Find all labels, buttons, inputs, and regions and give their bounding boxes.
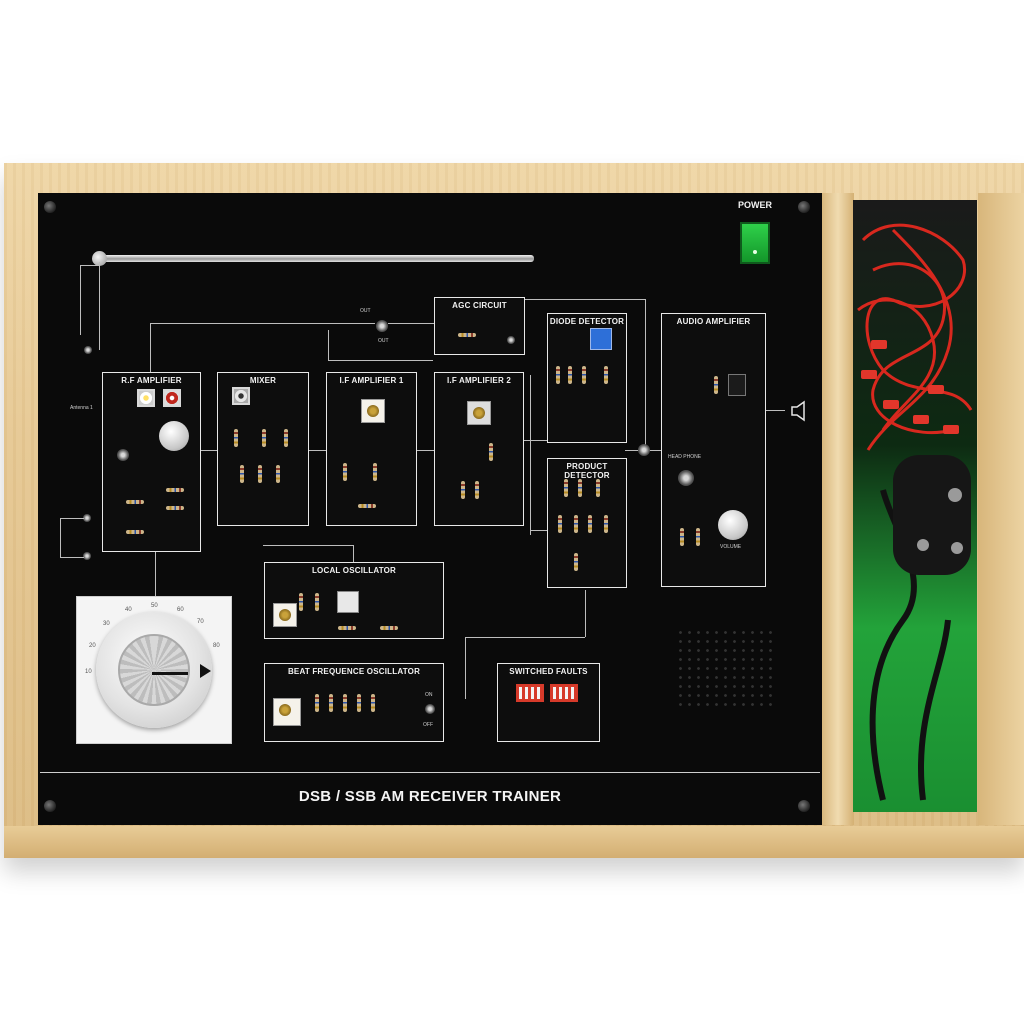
detector-select-socket[interactable] — [638, 444, 650, 456]
side-socket[interactable] — [83, 552, 91, 560]
diode-detector-preset[interactable] — [590, 328, 612, 350]
switched-faults-block: SWITCHED FAULTS — [497, 663, 600, 742]
local-oscillator-block: LOCAL OSCILLATOR — [264, 562, 444, 639]
tuning-dial-arrow-icon — [200, 664, 211, 678]
patch-cords-and-power-cable — [857, 223, 973, 801]
accessory-compartment — [853, 200, 977, 812]
trainer-title: DSB / SSB AM RECEIVER TRAINER — [298, 788, 562, 805]
product-detector-title: PRODUCT DETECTOR — [564, 462, 610, 480]
rf-red-jack[interactable] — [163, 389, 181, 407]
side-socket[interactable] — [83, 514, 91, 522]
mixer-block: MIXER — [217, 372, 309, 526]
panel-screw — [798, 201, 810, 213]
audio-amplifier-title: AUDIO AMPLIFIER — [676, 317, 751, 326]
panel-screw — [798, 800, 810, 812]
panel-screw — [44, 800, 56, 812]
rf-amplifier-block: R.F AMPLIFIER — [102, 372, 201, 552]
agc-socket[interactable] — [507, 336, 515, 344]
local-oscillator-title: LOCAL OSCILLATOR — [311, 566, 397, 575]
bfo-on-label: ON — [425, 692, 433, 698]
bfo-switch[interactable] — [425, 704, 435, 714]
out-label-secondary: OUT — [378, 338, 389, 344]
diode-detector-title: DIODE DETECTOR — [549, 317, 625, 326]
case-divider — [822, 193, 854, 825]
switched-faults-title: SWITCHED FAULTS — [509, 667, 588, 676]
if-amplifier-2-title: I.F AMPLIFIER 2 — [446, 376, 512, 385]
bfo-coil[interactable] — [273, 698, 301, 726]
rf-input-socket[interactable] — [117, 449, 129, 461]
if-amplifier-1-title: I.F AMPLIFIER 1 — [339, 376, 404, 385]
out-label: OUT — [360, 308, 371, 314]
telescopic-antenna — [96, 255, 534, 262]
fault-switch-bank-1[interactable] — [516, 684, 544, 702]
power-label: POWER — [737, 200, 772, 210]
case-bottom-lip — [4, 826, 1024, 858]
head-phone-jack[interactable] — [678, 470, 694, 486]
product-detector-block: PRODUCT DETECTOR — [547, 458, 627, 588]
beat-frequency-oscillator-title: BEAT FREQUENCE OSCILLATOR — [287, 667, 421, 676]
out-socket[interactable] — [376, 320, 388, 332]
panel-divider-line — [40, 772, 820, 773]
lo-trimmer[interactable] — [337, 591, 359, 613]
mixer-title: MIXER — [249, 376, 277, 385]
lo-coil[interactable] — [273, 603, 297, 627]
power-cable — [869, 455, 971, 801]
if2-transformer[interactable] — [467, 401, 491, 425]
if1-transformer[interactable] — [361, 399, 385, 423]
power-switch[interactable] — [740, 222, 770, 264]
volume-knob[interactable] — [718, 510, 748, 540]
speaker-icon — [791, 400, 805, 422]
antenna-tip — [92, 251, 107, 266]
mixer-jack[interactable] — [232, 387, 250, 405]
agc-circuit-title: AGC CIRCUIT — [452, 301, 507, 310]
red-patch-cords — [857, 223, 973, 451]
audio-amplifier-block: AUDIO AMPLIFIER HEAD PHONE VOLUME — [661, 313, 766, 587]
red-plugs — [861, 340, 959, 434]
antenna-socket[interactable] — [84, 346, 92, 354]
beat-frequency-oscillator-block: BEAT FREQUENCE OSCILLATOR ON OFF — [264, 663, 444, 742]
if-amplifier-1-block: I.F AMPLIFIER 1 — [326, 372, 417, 526]
rf-yellow-jack[interactable] — [137, 389, 155, 407]
case-right-wall — [978, 193, 1024, 825]
if-amplifier-2-block: I.F AMPLIFIER 2 — [434, 372, 524, 526]
bfo-off-label: OFF — [423, 722, 433, 728]
head-phone-label: HEAD PHONE — [668, 454, 702, 460]
rf-gain-knob[interactable] — [159, 421, 189, 451]
rf-amplifier-title: R.F AMPLIFIER — [121, 376, 182, 385]
antenna-label: Antenna 1 — [70, 405, 93, 411]
audio-amplifier-ic — [728, 374, 746, 396]
fault-switch-bank-2[interactable] — [550, 684, 578, 702]
panel-screw — [44, 201, 56, 213]
tuning-dial-pointer — [152, 672, 188, 675]
speaker-grill — [676, 628, 776, 708]
agc-circuit-block: AGC CIRCUIT — [434, 297, 525, 355]
volume-label: VOLUME — [720, 544, 742, 550]
diode-detector-block: DIODE DETECTOR — [547, 313, 627, 443]
tuning-dial-knob[interactable] — [118, 634, 190, 706]
